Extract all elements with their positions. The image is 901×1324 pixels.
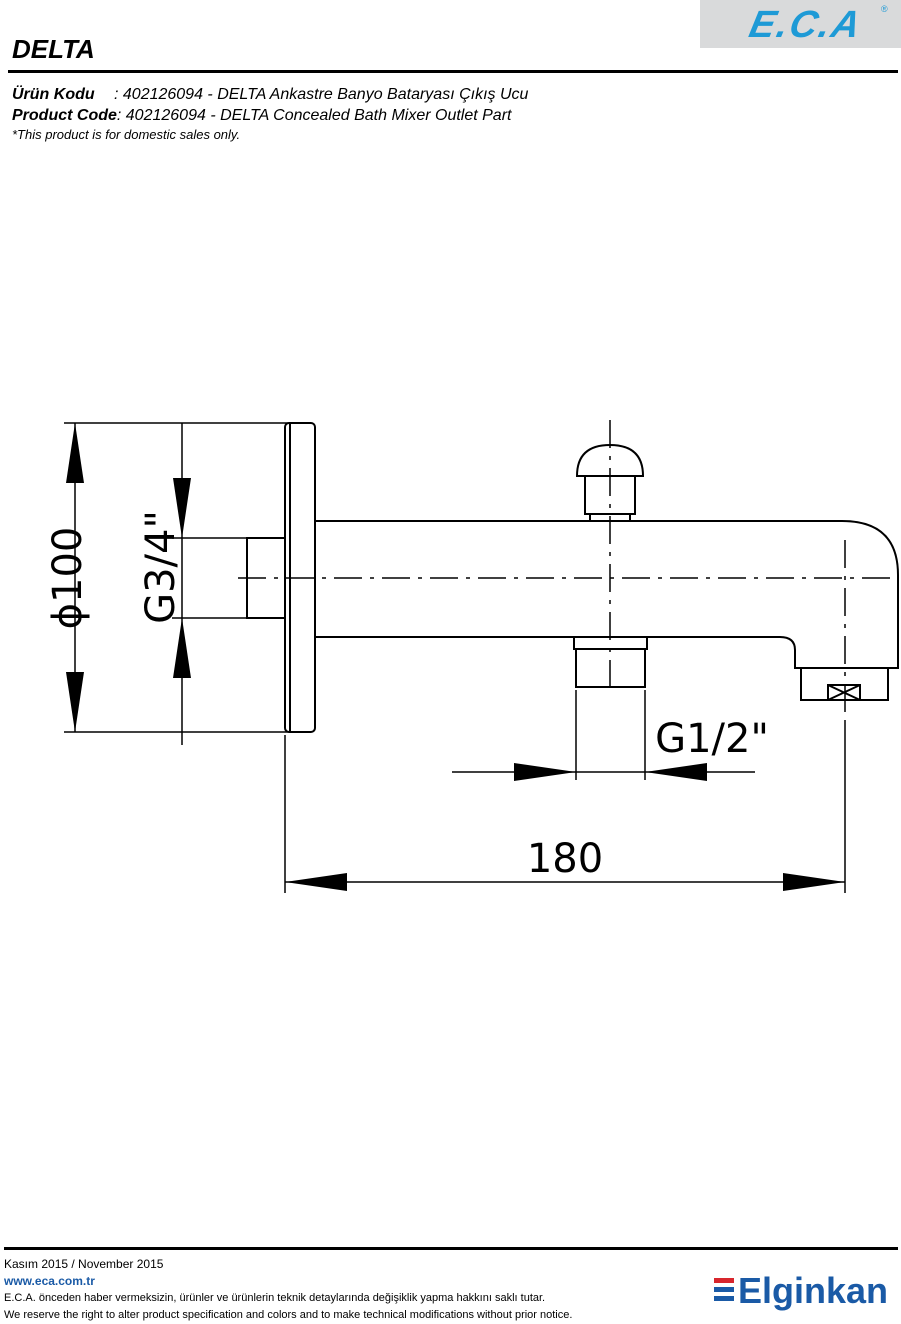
footer-date: Kasım 2015 / November 2015	[4, 1257, 164, 1271]
page-title: DELTA	[12, 34, 95, 64]
footer-disclaimer-en: We reserve the right to alter product sp…	[4, 1309, 573, 1321]
product-code-en: Product Code: 402126094 - DELTA Conceale…	[12, 107, 511, 125]
registered-mark: ®	[881, 4, 888, 14]
elginkan-bars-icon	[714, 1278, 734, 1305]
header-rule	[8, 70, 898, 73]
product-code-en-label: Product Code	[12, 107, 117, 124]
product-code-tr-value: : 402126094 - DELTA Ankastre Banyo Batar…	[114, 86, 529, 103]
length-dimension: 180	[527, 836, 603, 882]
footer-disclaimer-tr: E.C.A. önceden haber vermeksizin, ürünle…	[4, 1292, 546, 1304]
outlet-thread-dimension: G1/2"	[655, 716, 769, 762]
logo-background	[700, 0, 901, 48]
footer-rule	[4, 1247, 898, 1250]
footer-website-link[interactable]: www.eca.com.tr	[4, 1274, 95, 1288]
product-code-tr: Ürün Kodu : 402126094 - DELTA Ankastre Ba…	[12, 86, 528, 104]
product-code-en-value: : 402126094 - DELTA Concealed Bath Mixer…	[116, 107, 512, 124]
diameter-dimension: ϕ100	[45, 527, 91, 630]
inlet-thread-dimension: G3/4"	[138, 510, 184, 624]
elginkan-brand-name: Elginkan	[738, 1270, 889, 1311]
domestic-sales-note: *This product is for domestic sales only…	[12, 127, 241, 142]
product-code-tr-label: Ürün Kodu	[12, 86, 95, 103]
spout-body	[315, 520, 899, 669]
